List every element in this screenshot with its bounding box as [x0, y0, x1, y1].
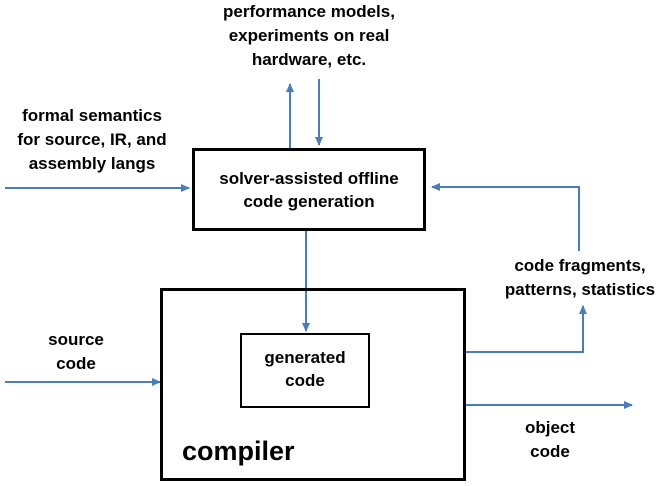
solver-box-line-2: code generation: [243, 192, 375, 211]
arrow-from-code-fragments: [431, 183, 580, 251]
performance-models-line-2: experiments on real: [228, 26, 390, 45]
generated-code-line-2: code: [285, 371, 325, 390]
code-fragments-line-2: patterns, statistics: [504, 280, 656, 299]
formal-semantics-line-1: formal semantics: [22, 106, 162, 125]
source-code-line-1: source: [48, 330, 104, 349]
generated-code-line-1: generated: [264, 348, 346, 367]
performance-models-line-3: hardware, etc.: [251, 50, 367, 69]
object-code-line-2: code: [530, 442, 570, 461]
solver-box: [192, 148, 426, 231]
formal-semantics-label: formal semantics for source, IR, and ass…: [2, 104, 182, 176]
object-code-line-1: object: [524, 418, 576, 437]
performance-models-line-1: performance models,: [223, 2, 395, 21]
formal-semantics-line-2: for source, IR, and: [17, 130, 167, 149]
performance-models-label: performance models, experiments on real …: [194, 0, 424, 72]
compiler-label: compiler: [182, 436, 295, 466]
solver-box-text: solver-assisted offline code generation: [192, 167, 426, 213]
code-fragments-label: code fragments, patterns, statistics: [496, 254, 664, 302]
arrow-to-code-fragments: [466, 305, 587, 353]
generated-code-text: generated code: [240, 346, 370, 392]
source-code-label: source code: [36, 328, 116, 376]
object-code-label: object code: [510, 416, 590, 464]
compiler-box: [160, 288, 466, 481]
generated-code-box: [240, 333, 370, 408]
formal-semantics-line-3: assembly langs: [28, 154, 156, 173]
solver-box-line-1: solver-assisted offline: [219, 169, 399, 188]
code-fragments-line-1: code fragments,: [514, 256, 646, 275]
source-code-line-2: code: [56, 354, 96, 373]
